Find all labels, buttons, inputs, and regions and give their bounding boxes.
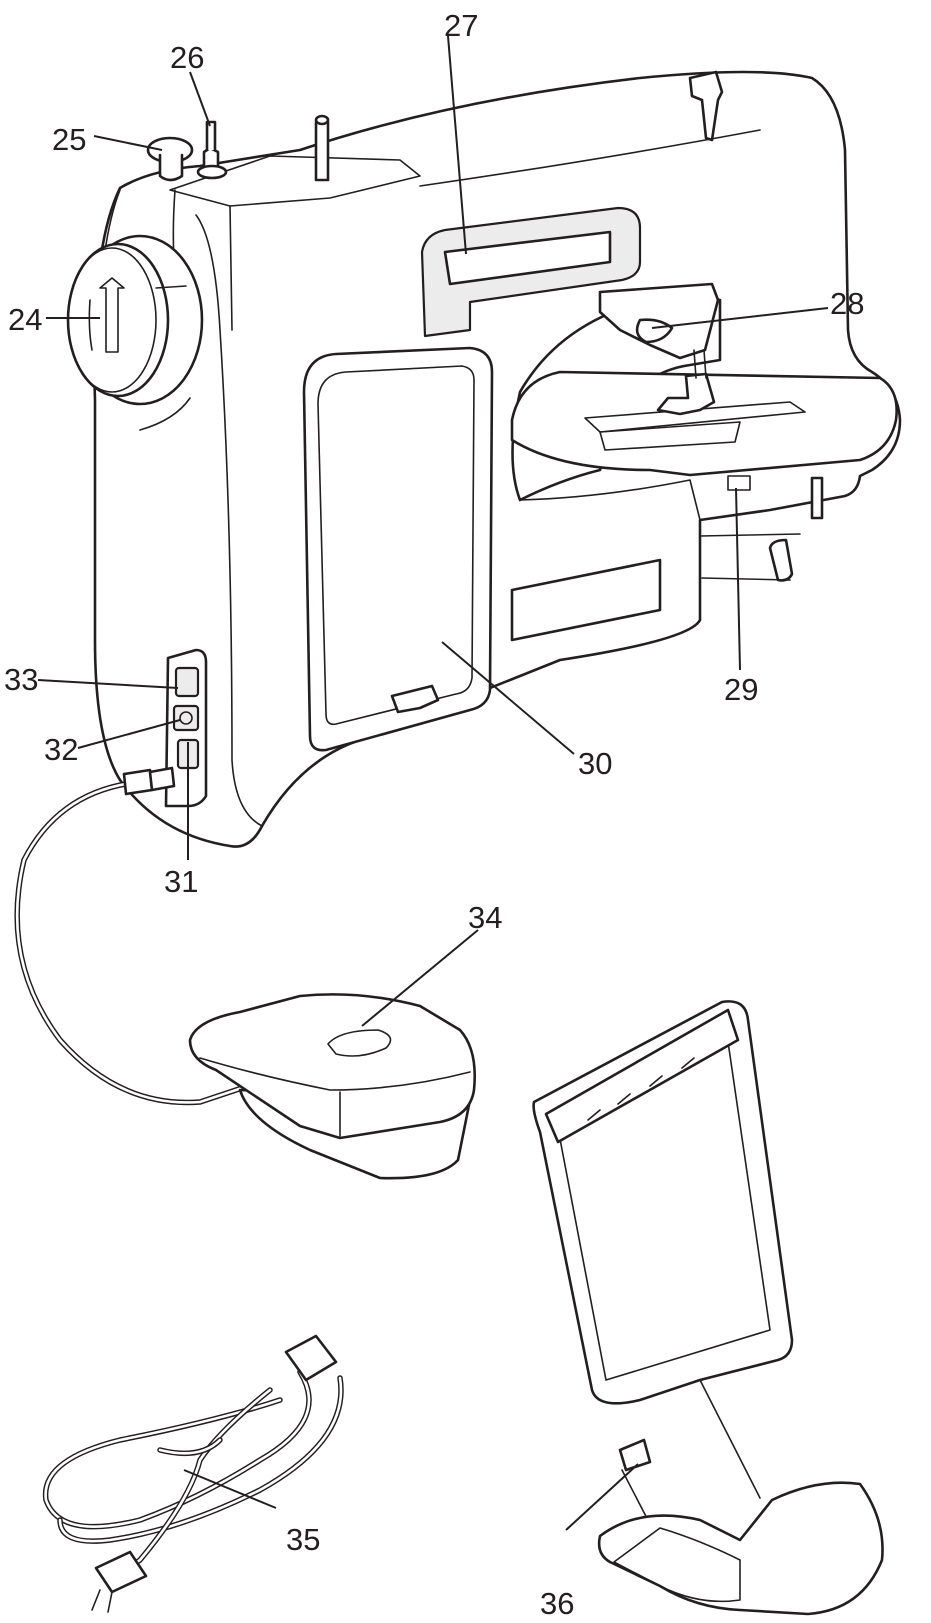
main-power-switch[interactable] bbox=[174, 666, 200, 698]
rotation-arrow-icon bbox=[99, 277, 125, 353]
label-33: 33 bbox=[4, 662, 38, 697]
label-34: 34 bbox=[468, 900, 502, 935]
wall-plug bbox=[94, 1550, 148, 1594]
callout-labels: 25 26 27 24 28 29 30 33 32 31 34 35 36 bbox=[4, 8, 864, 1621]
bobbin-winder-stopper[interactable] bbox=[146, 136, 194, 182]
machine-body bbox=[92, 70, 902, 848]
label-27: 27 bbox=[444, 8, 478, 43]
tablet-stand bbox=[532, 1000, 884, 1616]
label-29: 29 bbox=[724, 672, 758, 707]
bobbin-winder-shaft[interactable] bbox=[196, 120, 228, 180]
label-35: 35 bbox=[286, 1522, 320, 1557]
label-32: 32 bbox=[44, 732, 78, 767]
stand-base bbox=[597, 1481, 884, 1616]
foot-controller-plug bbox=[122, 768, 154, 796]
label-26: 26 bbox=[170, 40, 204, 75]
label-24: 24 bbox=[8, 302, 42, 337]
presser-foot-lever[interactable] bbox=[635, 318, 674, 344]
foot-controller-pedal bbox=[188, 993, 476, 1140]
label-30: 30 bbox=[578, 746, 612, 781]
foot-controller[interactable] bbox=[14, 766, 476, 1180]
spool-pin[interactable] bbox=[314, 114, 330, 182]
led-light bbox=[727, 475, 751, 491]
cloth-guide bbox=[768, 538, 794, 582]
label-25: 25 bbox=[52, 122, 86, 157]
label-36: 36 bbox=[540, 1586, 574, 1621]
handwheel[interactable] bbox=[66, 234, 204, 406]
label-31: 31 bbox=[164, 864, 198, 899]
pedal-grip bbox=[327, 1029, 392, 1057]
accessory-cover[interactable] bbox=[302, 346, 494, 752]
label-28: 28 bbox=[830, 286, 864, 321]
appliance-connector bbox=[284, 1334, 338, 1382]
power-cord bbox=[42, 1334, 344, 1613]
thread-guide bbox=[688, 70, 724, 142]
stand-clip bbox=[618, 1438, 652, 1472]
power-cord-jack[interactable] bbox=[172, 704, 200, 732]
leader-lines bbox=[37, 35, 829, 1531]
sewing-machine bbox=[66, 70, 902, 848]
presser-foot bbox=[656, 372, 716, 416]
cover-latch[interactable] bbox=[390, 684, 440, 714]
